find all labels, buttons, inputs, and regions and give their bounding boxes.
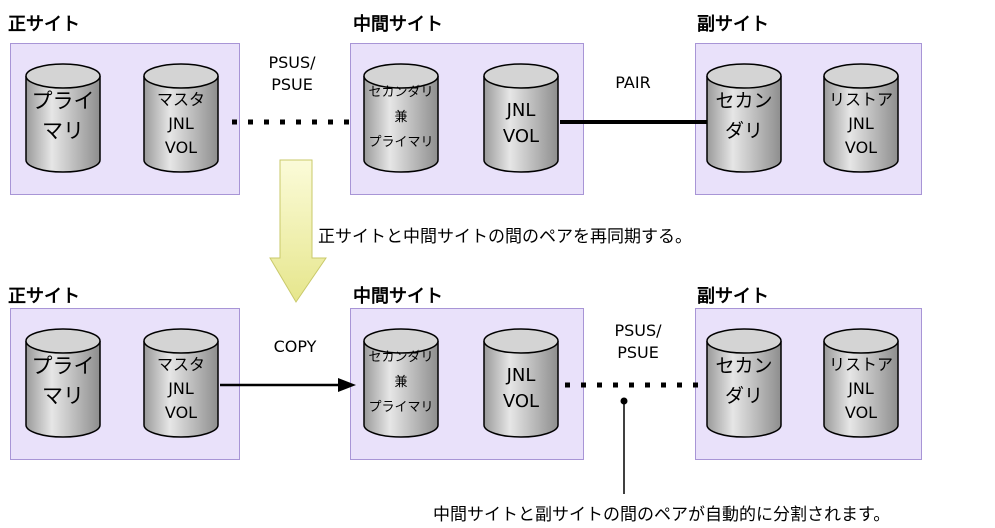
row1-link1-status: PSUS/ PSUE	[268, 53, 316, 94]
secondary-volume-label-2: セカン ダリ	[715, 355, 773, 407]
site-label-secondary-2: 副サイト	[697, 286, 769, 307]
restore-jnl-vol-label-2: リストア JNL VOL	[828, 355, 893, 422]
restore-jnl-vol-cylinder-2: リストア JNL VOL	[822, 327, 900, 439]
secondary-primary-volume-cylinder-2: セカンダリ 兼 プライマリ	[362, 327, 440, 439]
restore-jnl-vol-label: リストア JNL VOL	[828, 90, 893, 157]
bottom-caption: 中間サイトと副サイトの間のペアが自動的に分割されます。	[433, 505, 891, 525]
copy-arrowhead-icon	[338, 378, 356, 392]
site-label-secondary: 副サイト	[697, 14, 769, 35]
site-label-primary-2: 正サイト	[8, 286, 80, 307]
middle-jnl-vol-cylinder: JNL VOL	[482, 62, 560, 174]
secondary-primary-volume-cylinder: セカンダリ 兼 プライマリ	[362, 62, 440, 174]
primary-volume-cylinder-2: プライ マリ	[24, 327, 102, 439]
master-jnl-vol-label: マスタ JNL VOL	[156, 90, 205, 157]
secondary-primary-volume-label-2: セカンダリ 兼 プライマリ	[368, 350, 434, 415]
secondary-primary-volume-label: セカンダリ 兼 プライマリ	[368, 85, 434, 150]
middle-jnl-vol-label: JNL VOL	[502, 100, 540, 147]
middle-jnl-vol-cylinder-2: JNL VOL	[482, 327, 560, 439]
row2-link2-status: PSUS/ PSUE	[614, 321, 662, 362]
site-label-middle-2: 中間サイト	[353, 286, 443, 307]
master-jnl-vol-cylinder-2: マスタ JNL VOL	[142, 327, 220, 439]
transition-caption: 正サイトと中間サイトの間のペアを再同期する。	[318, 227, 692, 247]
site-label-primary: 正サイト	[8, 14, 80, 35]
middle-jnl-vol-label-2: JNL VOL	[502, 365, 540, 412]
down-arrow-icon	[269, 159, 327, 303]
master-jnl-vol-cylinder: マスタ JNL VOL	[142, 62, 220, 174]
master-jnl-vol-label-2: マスタ JNL VOL	[156, 355, 205, 422]
secondary-volume-cylinder-2: セカン ダリ	[705, 327, 783, 439]
restore-jnl-vol-cylinder: リストア JNL VOL	[822, 62, 900, 174]
primary-volume-label: プライ マリ	[31, 89, 95, 143]
secondary-volume-cylinder: セカン ダリ	[705, 62, 783, 174]
site-label-middle: 中間サイト	[353, 14, 443, 35]
row2-link1-status: COPY	[273, 337, 317, 356]
secondary-volume-label: セカン ダリ	[715, 90, 773, 142]
primary-volume-cylinder: プライ マリ	[24, 62, 102, 174]
primary-volume-label-2: プライ マリ	[31, 354, 95, 408]
row1-link2-status: PAIR	[615, 73, 651, 92]
